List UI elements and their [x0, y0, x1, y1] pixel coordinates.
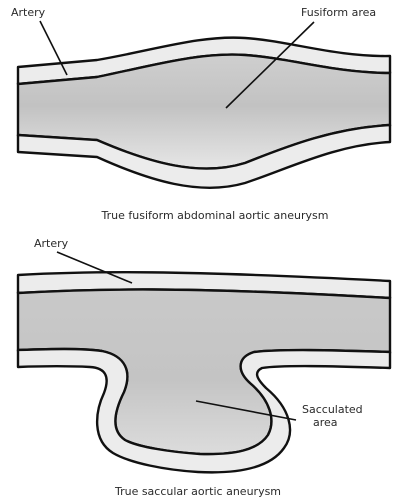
saccular-area-label-line1: Sacculated — [302, 403, 363, 416]
fusiform-artery-label: Artery — [11, 6, 46, 19]
saccular-area-label-line2: area — [313, 416, 338, 429]
saccular-aneurysm-figure: Artery Sacculated area True saccular aor… — [18, 237, 390, 498]
saccular-area-label: Sacculated area — [302, 403, 366, 429]
fusiform-area-label: Fusiform area — [301, 6, 376, 19]
saccular-artery-label: Artery — [34, 237, 69, 250]
fusiform-caption: True fusiform abdominal aortic aneurysm — [101, 209, 329, 222]
fusiform-aneurysm-figure: Artery Fusiform area True fusiform abdom… — [11, 6, 390, 222]
saccular-caption: True saccular aortic aneurysm — [114, 485, 281, 498]
saccular-lumen — [18, 289, 390, 454]
